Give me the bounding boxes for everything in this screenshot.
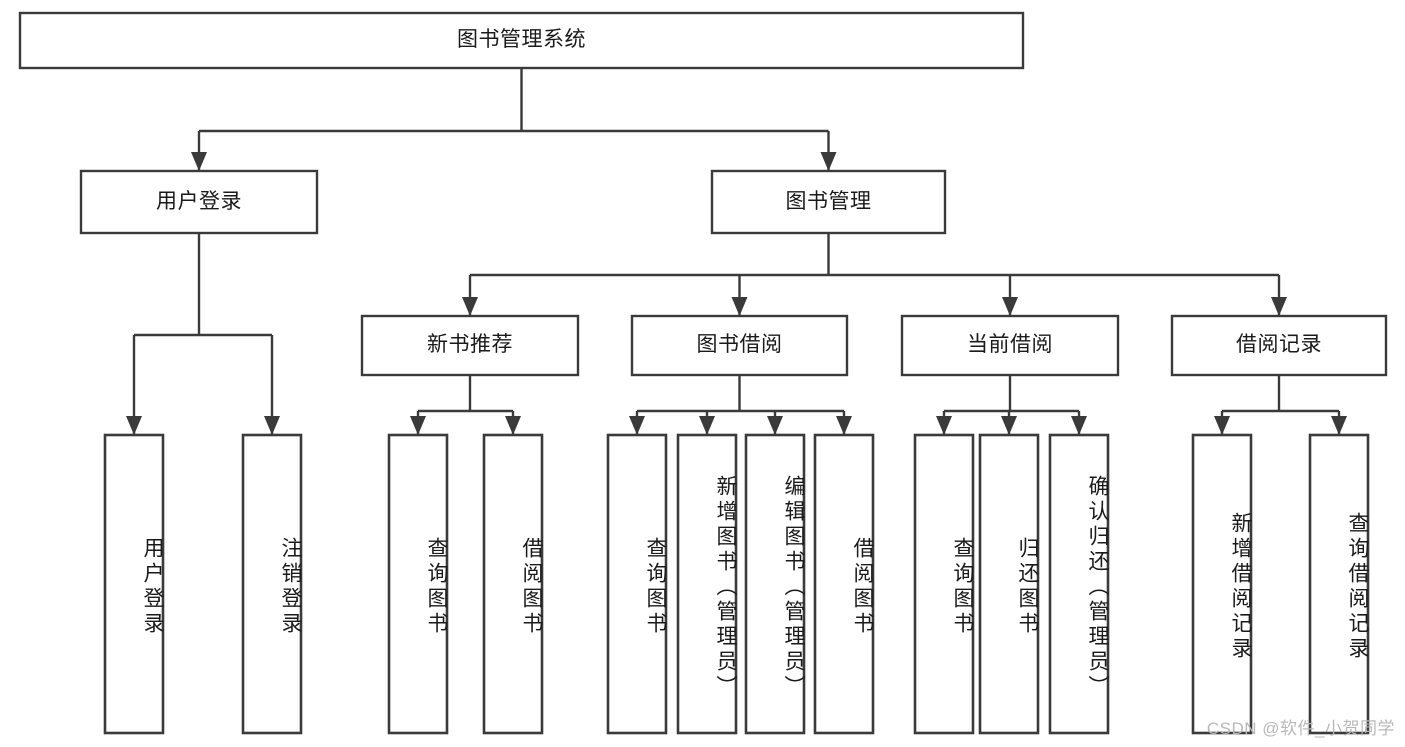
node-box-book-management (710, 169, 947, 235)
arrow-head-leaf-confirm-return-admin (1071, 416, 1087, 435)
arrow-head-book-management (820, 152, 837, 171)
arrow-head-current-borrow (1002, 297, 1018, 316)
arrow-head-leaf-query-book-borrow (629, 416, 645, 435)
arrow-head-leaf-return-book (1001, 416, 1017, 435)
arrow-head-leaf-borrow-book (836, 416, 852, 435)
node-box-leaf-add-book-admin (676, 433, 738, 735)
box-layer (18, 11, 1388, 735)
node-box-leaf-add-borrow-record (1191, 433, 1253, 735)
node-box-user-login (79, 169, 319, 235)
node-box-leaf-query-book-recommend (387, 433, 449, 735)
node-box-leaf-borrow-book-recommend (482, 433, 544, 735)
node-box-leaf-query-borrow-record (1308, 433, 1370, 735)
node-box-leaf-return-book (978, 433, 1040, 735)
node-box-new-book-recommend (360, 314, 580, 377)
arrow-head-leaf-add-book-admin (699, 416, 715, 435)
arrow-head-leaf-user-logout (264, 416, 280, 435)
node-box-leaf-confirm-return-admin (1048, 433, 1110, 735)
node-box-root (18, 11, 1025, 70)
node-box-borrow-record (1170, 314, 1388, 377)
arrow-head-leaf-query-book-recommend (410, 416, 426, 435)
arrow-head-leaf-query-borrow-record (1331, 416, 1347, 435)
connector-layer (126, 68, 1347, 435)
arrow-head-leaf-query-book-current (936, 416, 952, 435)
arrow-head-user-login (191, 152, 207, 171)
node-box-leaf-user-login (103, 433, 165, 735)
node-box-book-borrow (630, 314, 849, 377)
arrow-head-book-borrow (731, 297, 748, 316)
arrow-head-leaf-edit-book-admin (767, 416, 783, 435)
node-box-leaf-user-logout (241, 433, 303, 735)
arrow-head-leaf-add-borrow-record (1214, 416, 1230, 435)
node-box-leaf-borrow-book (813, 433, 875, 735)
node-box-current-borrow (900, 314, 1120, 377)
arrow-head-leaf-user-login (126, 416, 142, 435)
node-box-leaf-edit-book-admin (744, 433, 806, 735)
arrow-head-borrow-record (1271, 297, 1287, 316)
arrow-head-leaf-borrow-book-recommend (505, 416, 521, 435)
node-box-leaf-query-book-borrow (606, 433, 668, 735)
arrow-head-new-book-recommend (462, 297, 478, 316)
node-box-leaf-query-book-current (913, 433, 975, 735)
